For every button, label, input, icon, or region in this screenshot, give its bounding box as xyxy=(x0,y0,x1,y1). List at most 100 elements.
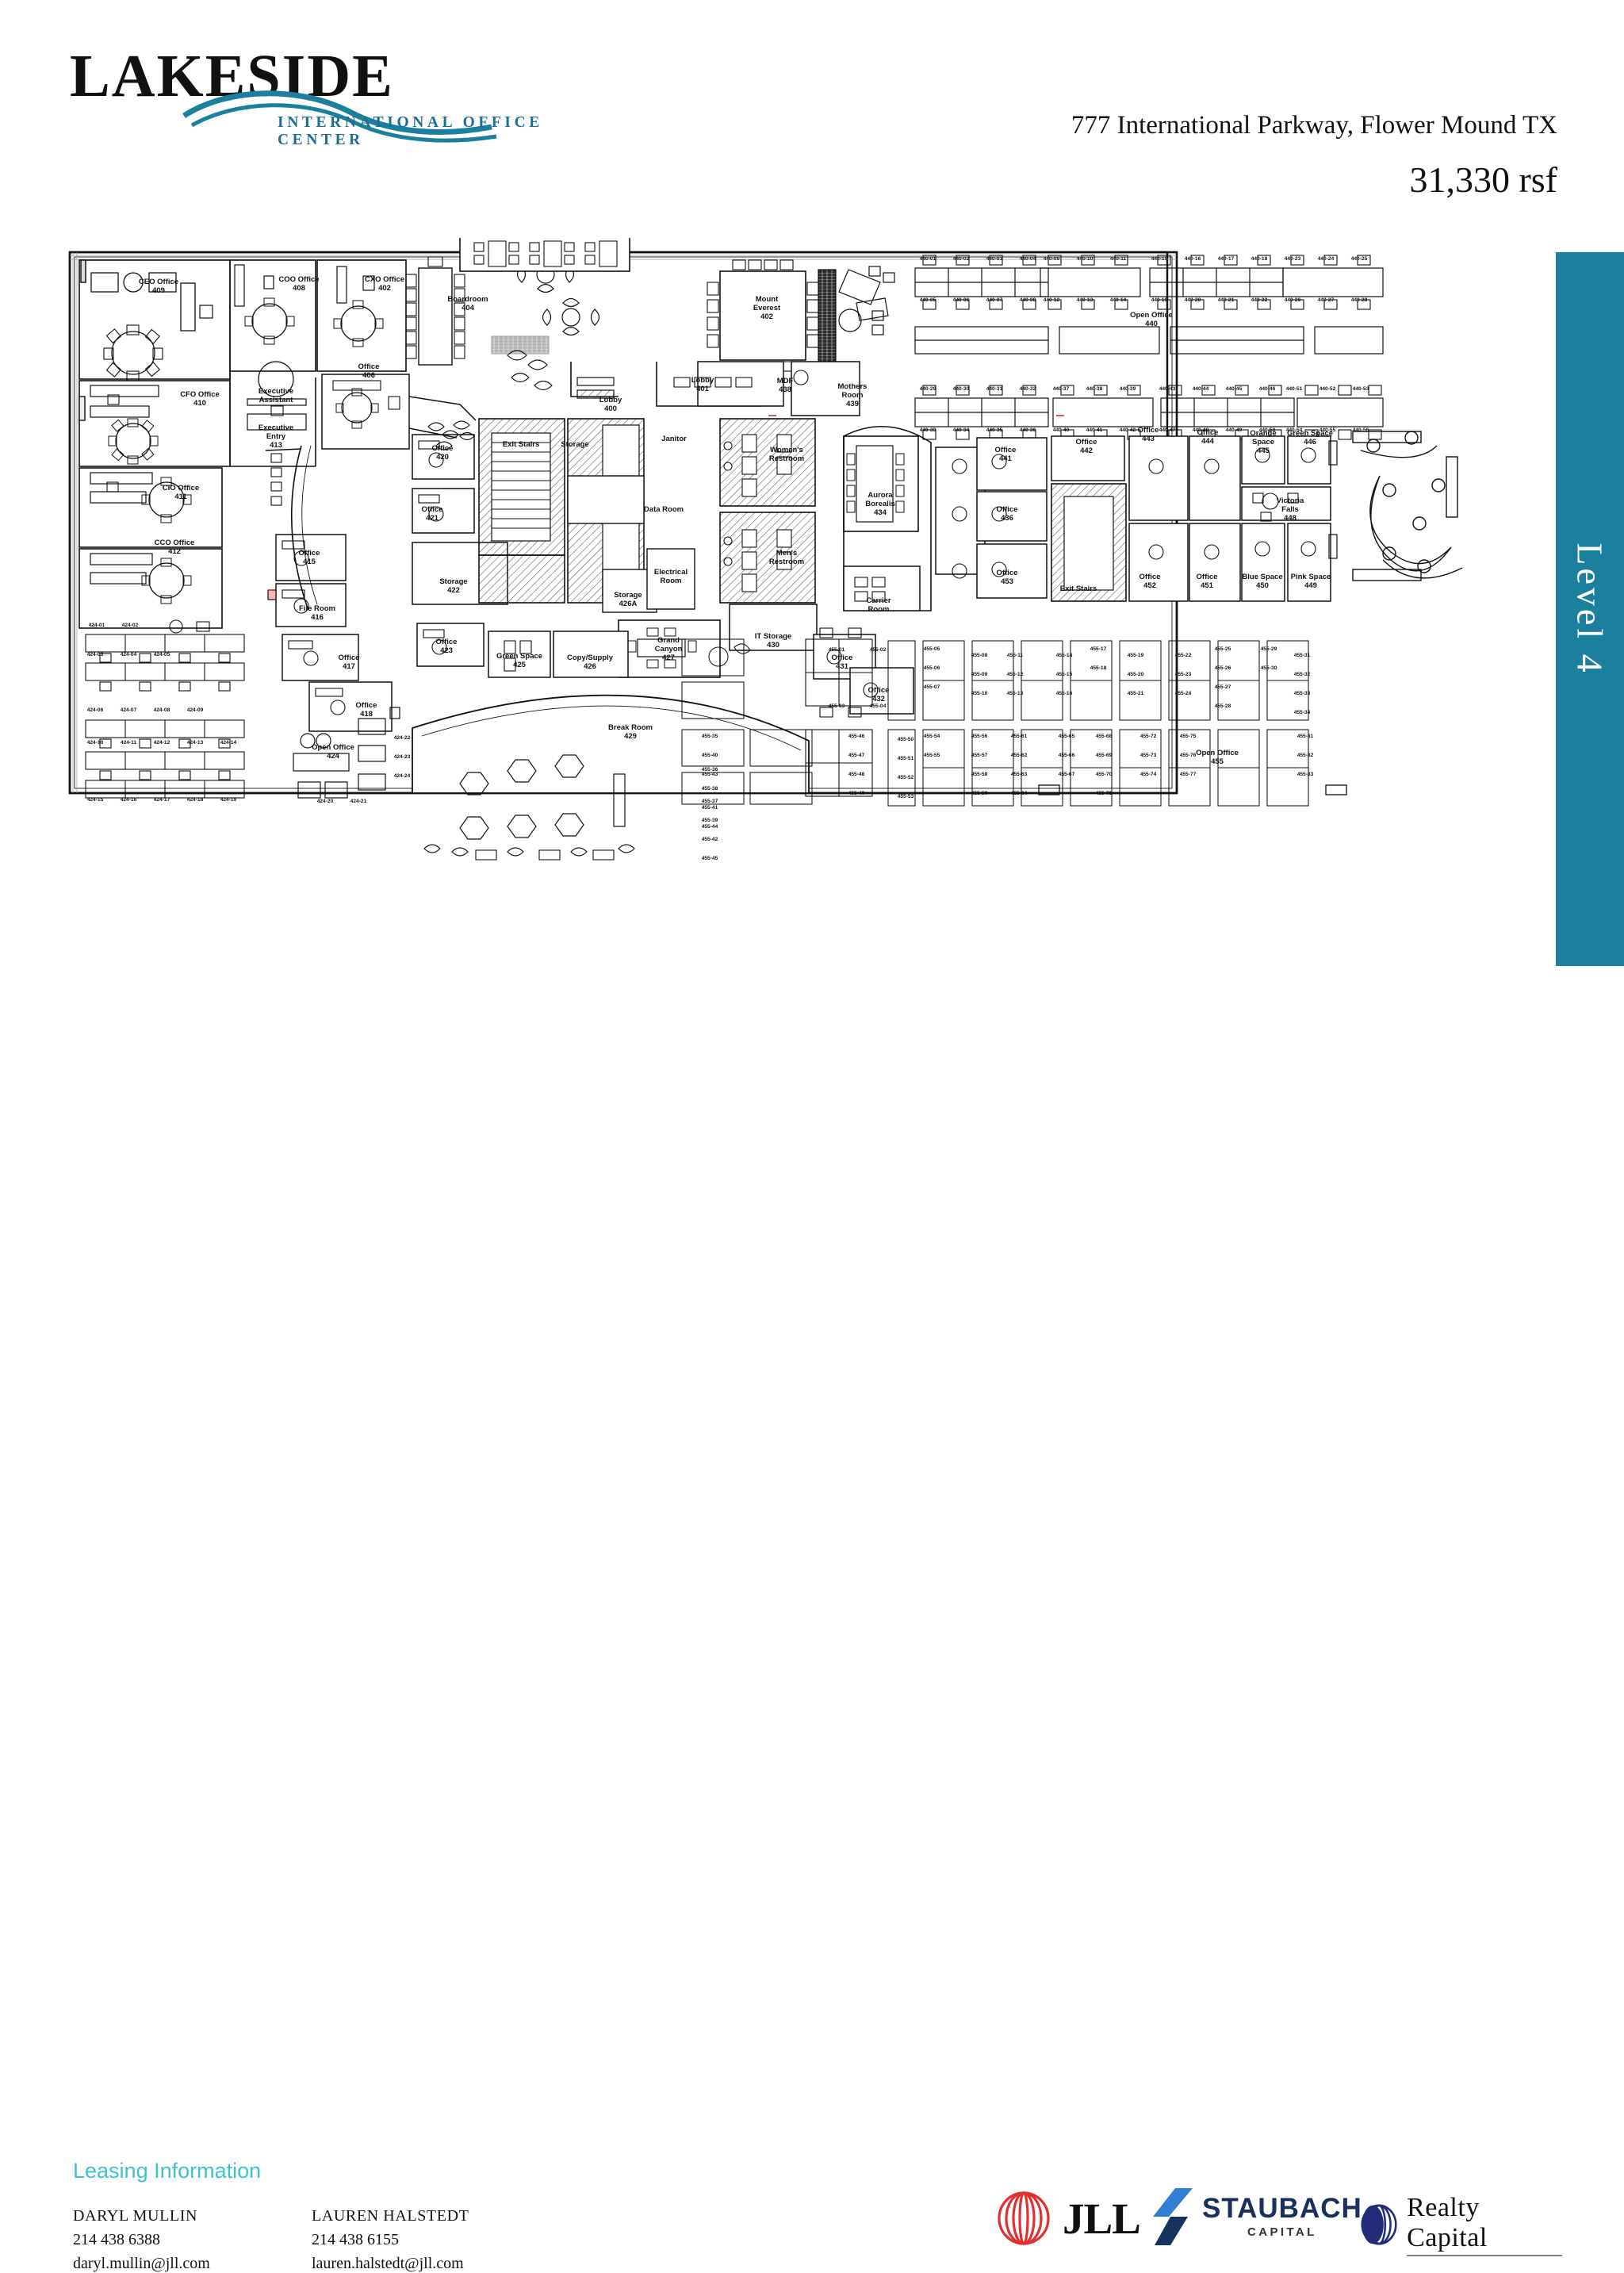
workstation-label: 440-40 xyxy=(1053,427,1070,433)
workstation-label: 455-43 xyxy=(702,772,718,777)
room-name: Falls xyxy=(1281,505,1299,514)
room-name: Office xyxy=(832,654,853,662)
workstation-label: 455-37 xyxy=(702,799,718,804)
logo-wordmark: LAKESIDE xyxy=(70,43,394,109)
workstation-label: 440-12 xyxy=(1044,297,1060,303)
room-name: Office xyxy=(1138,426,1159,435)
room-number: 441 xyxy=(999,454,1013,463)
workstation-label: 455-59 xyxy=(971,791,988,796)
workstation-label: 440-20 xyxy=(1185,297,1201,303)
workstation-label: 440-19 xyxy=(1151,297,1168,303)
property-rsf: 31,330 rsf xyxy=(1409,159,1557,200)
workstation-label: 455-52 xyxy=(898,775,914,780)
lakeside-logo: LAKESIDE INTERNATIONAL OFFICE CENTER xyxy=(70,43,577,148)
workstation-label: 440-32 xyxy=(1020,386,1036,392)
room-name: CCO Office xyxy=(155,539,195,547)
workstation-label: 440-17 xyxy=(1218,256,1235,262)
contact-phone[interactable]: 214 438 6155 xyxy=(312,2231,399,2248)
workstation-label: 424-11 xyxy=(121,740,137,746)
room-name: Office xyxy=(422,505,443,514)
workstation-label: 424-07 xyxy=(121,707,137,713)
room-name: File Room xyxy=(299,604,335,613)
room-number: 455 xyxy=(1211,757,1224,766)
workstation-label: 440-04 xyxy=(1020,256,1036,262)
workstation-label: 455-27 xyxy=(1215,684,1231,690)
workstation-label: 455-24 xyxy=(1175,691,1192,696)
workstation-label: 424-23 xyxy=(394,754,411,760)
room-number: 430 xyxy=(767,641,779,650)
room-number: 416 xyxy=(311,613,324,622)
workstation-label: 455-38 xyxy=(702,786,718,792)
room-name: Assistant xyxy=(259,396,294,404)
room-name: Office xyxy=(1197,573,1218,581)
workstation-label: 455-10 xyxy=(971,691,988,696)
workstation-label: 455-04 xyxy=(870,703,887,709)
workstation-label: 424-04 xyxy=(121,652,137,657)
workstation-label: 455-29 xyxy=(1261,646,1277,652)
room-name: Men's xyxy=(776,549,798,558)
property-address: 777 International Parkway, Flower Mound … xyxy=(1071,111,1557,140)
workstation-label: 440-02 xyxy=(953,256,970,262)
contact-email[interactable]: lauren.halstedt@jll.com xyxy=(312,2255,464,2272)
room-name: Borealis xyxy=(865,500,895,508)
workstation-label: 440-30 xyxy=(953,386,970,392)
room-number: 423 xyxy=(440,646,453,655)
room-number: 431 xyxy=(836,662,849,671)
contact-name: DARYL MULLIN xyxy=(73,2207,198,2225)
workstation-label: 440-05 xyxy=(920,297,936,303)
room-name: Office xyxy=(995,446,1017,454)
workstation-label: 440-25 xyxy=(1351,256,1368,262)
room-number: 449 xyxy=(1304,581,1317,590)
page-header: LAKESIDE INTERNATIONAL OFFICE CENTER 777… xyxy=(0,0,1624,238)
workstation-label: 455-13 xyxy=(1007,691,1024,696)
contact-phone[interactable]: 214 438 6388 xyxy=(73,2231,160,2248)
room-name: MDF xyxy=(777,377,794,385)
workstation-label: 440-23 xyxy=(1285,256,1301,262)
room-label: Exit Stairs xyxy=(1060,585,1097,593)
room-number: 426A xyxy=(619,600,638,608)
workstation-label: 440-53 xyxy=(1353,386,1369,392)
workstation-label: 455-69 xyxy=(1096,753,1113,758)
room-number: 425 xyxy=(513,661,527,669)
workstation-label: 455-18 xyxy=(1090,665,1107,671)
room-name: Office xyxy=(299,549,320,558)
room-name: Mount xyxy=(756,295,779,304)
workstation-label: 424-06 xyxy=(87,707,104,713)
workstation-label: 455-34 xyxy=(1294,710,1311,715)
workstation-label: 440-16 xyxy=(1185,256,1201,262)
room-number: 429 xyxy=(624,732,637,741)
room-name: Everest xyxy=(753,304,781,312)
workstation-label: 455-01 xyxy=(829,647,845,653)
room-name: CXO Office xyxy=(365,275,404,284)
room-name: Exit Stairs xyxy=(503,440,539,449)
workstation-label: 440-39 xyxy=(1120,386,1136,392)
room-name: Executive xyxy=(259,387,293,396)
room-name: Storage xyxy=(561,440,588,449)
room-number: 452 xyxy=(1143,581,1156,590)
room-name: Green Space xyxy=(1287,429,1333,438)
staubach-logo: STAUBACH CAPITAL xyxy=(1151,2187,1362,2247)
room-name: Open Office xyxy=(1196,749,1239,757)
contact-name: LAUREN HALSTEDT xyxy=(312,2207,469,2225)
workstation-label: 455-55 xyxy=(924,753,940,758)
room-name: Office xyxy=(1197,428,1219,437)
room-number: 406 xyxy=(362,371,375,380)
workstation-label: 455-58 xyxy=(971,772,988,777)
workstation-label: 455-39 xyxy=(702,818,718,823)
room-name: Canyon xyxy=(655,645,683,654)
room-name: Open Office xyxy=(1130,311,1173,320)
contact-email[interactable]: daryl.mullin@jll.com xyxy=(73,2255,210,2272)
room-number: 445 xyxy=(1257,447,1270,455)
